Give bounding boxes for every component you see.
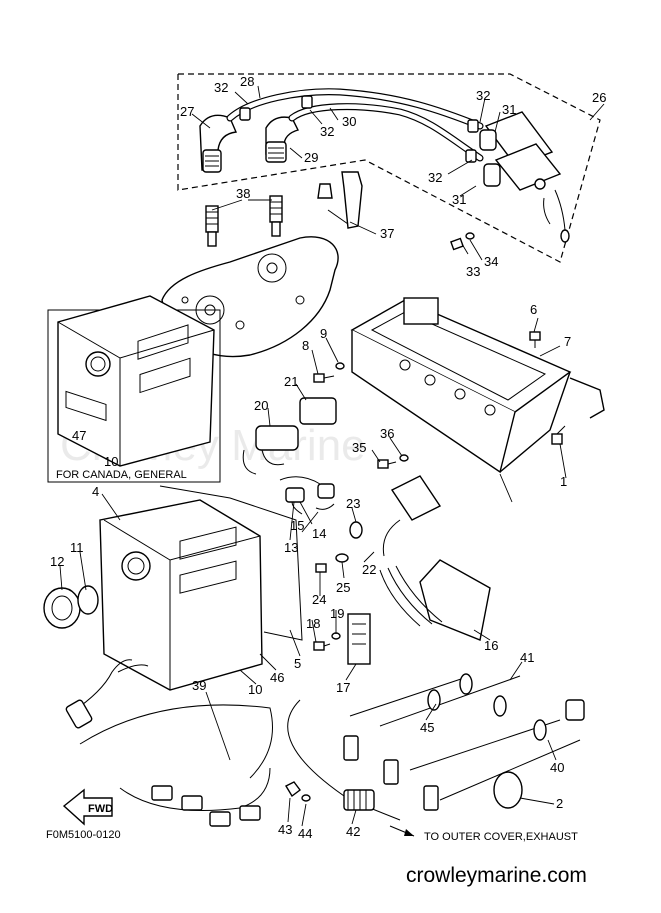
callout-15: 15 xyxy=(290,518,304,533)
callout-32-b: 32 xyxy=(320,124,334,139)
callout-10: 10 xyxy=(248,682,262,697)
callout-34: 34 xyxy=(484,254,498,269)
callout-37: 37 xyxy=(380,226,394,241)
ignition-coils xyxy=(479,111,570,243)
callout-31-top: 31 xyxy=(502,102,516,117)
cap-11-12 xyxy=(43,585,99,629)
leads-40-41-45 xyxy=(343,673,585,811)
ignition-group-outline xyxy=(177,73,601,263)
callout-26: 26 xyxy=(592,90,606,105)
callout-4: 4 xyxy=(92,484,99,499)
callout-23: 23 xyxy=(346,496,360,511)
callout-31-bottom: 31 xyxy=(452,192,466,207)
callout-28: 28 xyxy=(240,74,254,89)
callout-9: 9 xyxy=(320,326,327,341)
callout-6: 6 xyxy=(530,302,537,317)
leader-lines xyxy=(59,85,605,827)
diagram-code: F0M5100-0120 xyxy=(46,829,121,841)
high-tension-leads xyxy=(226,88,484,163)
fwd-label: FWD xyxy=(88,803,113,815)
callout-32-c: 32 xyxy=(476,88,490,103)
callout-19: 19 xyxy=(330,606,344,621)
terminal-17 xyxy=(347,613,371,665)
spark-plugs-38 xyxy=(205,195,283,247)
callout-20: 20 xyxy=(254,398,268,413)
screws-18-19-24 xyxy=(313,563,341,651)
electrical-bracket-7 xyxy=(350,297,605,474)
callout-16: 16 xyxy=(484,638,498,653)
callout-5: 5 xyxy=(294,656,301,671)
band-2 xyxy=(493,771,523,809)
callout-45: 45 xyxy=(420,720,434,735)
callout-35: 35 xyxy=(352,440,366,455)
screw-33-washer-34 xyxy=(450,232,475,251)
callout-24: 24 xyxy=(312,592,326,607)
callout-11: 11 xyxy=(70,540,84,555)
callout-12: 12 xyxy=(50,554,64,569)
spark-plug-cap-27 xyxy=(199,114,238,173)
callout-47: 47 xyxy=(72,428,86,443)
callout-42: 42 xyxy=(346,824,360,839)
callout-2: 2 xyxy=(556,796,563,811)
callout-32-a: 32 xyxy=(214,80,228,95)
callout-40: 40 xyxy=(550,760,564,775)
callout-1: 1 xyxy=(560,474,567,489)
callout-17: 17 xyxy=(336,680,350,695)
site-footer: crowleymarine.com xyxy=(406,864,587,887)
callout-29: 29 xyxy=(304,150,318,165)
bracket-37 xyxy=(317,171,363,229)
outer-cover-note: TO OUTER COVER,EXHAUST xyxy=(424,831,578,843)
outer-cover-arrowhead xyxy=(404,829,414,836)
callout-36: 36 xyxy=(380,426,394,441)
electrical-box-cover-10 xyxy=(99,485,303,691)
grommet-42 xyxy=(285,699,401,821)
relays-20-21 xyxy=(242,397,337,475)
callout-30: 30 xyxy=(342,114,356,129)
part-number-callouts: 1 2 4 5 6 7 8 9 10 10 11 12 13 14 15 16 … xyxy=(50,74,606,841)
wire-harness-13-14-15 xyxy=(279,476,335,515)
callout-44: 44 xyxy=(298,826,312,841)
spark-plug-cap-29 xyxy=(265,116,300,163)
callout-27: 27 xyxy=(180,104,194,119)
wire-harness-39 xyxy=(65,659,273,827)
callout-43: 43 xyxy=(278,822,292,837)
fwd-arrow-icon xyxy=(62,788,113,826)
callout-41: 41 xyxy=(520,650,534,665)
callout-14: 14 xyxy=(312,526,326,541)
callout-8: 8 xyxy=(302,338,309,353)
callout-10-canada: 10 xyxy=(104,454,118,469)
callout-38: 38 xyxy=(236,186,250,201)
callout-46: 46 xyxy=(270,670,284,685)
screws xyxy=(313,331,566,469)
callout-33: 33 xyxy=(466,264,480,279)
callout-25: 25 xyxy=(336,580,350,595)
callout-22: 22 xyxy=(362,562,376,577)
callout-32-d: 32 xyxy=(428,170,442,185)
callout-21: 21 xyxy=(284,374,298,389)
cdi-unit-16 xyxy=(379,559,491,641)
callout-7: 7 xyxy=(564,334,571,349)
callout-13: 13 xyxy=(284,540,298,555)
regulator-22 xyxy=(382,475,442,557)
callout-18: 18 xyxy=(306,616,320,631)
canada-cover-panel xyxy=(47,295,221,483)
canada-note: FOR CANADA, GENERAL xyxy=(56,469,187,481)
clamps-23-25 xyxy=(335,521,363,563)
callout-39: 39 xyxy=(192,678,206,693)
